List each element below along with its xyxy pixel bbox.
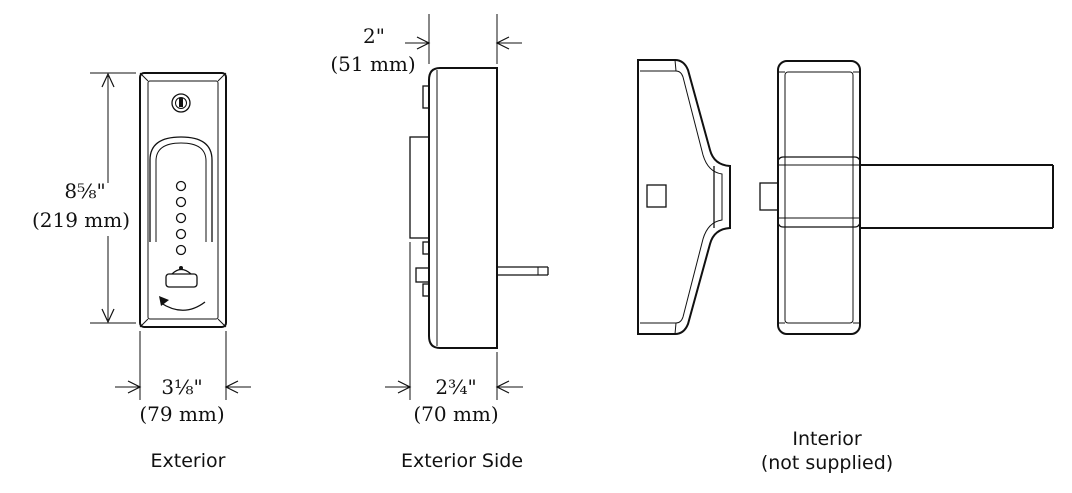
push-button-3 xyxy=(175,212,187,224)
exterior-side-view: 2" (51 mm) 2¾" (70 mm) Exterior Side xyxy=(330,14,549,472)
key-cylinder-icon xyxy=(171,93,191,113)
side-width-metric: (70 mm) xyxy=(413,402,498,426)
rotate-arrow-icon xyxy=(159,296,206,311)
interior-side-profile xyxy=(637,59,731,335)
side-body xyxy=(428,67,498,349)
button-shroud xyxy=(149,136,213,242)
side-caption: Exterior Side xyxy=(401,450,523,472)
turn-knob-icon xyxy=(165,266,198,288)
side-depth-dimension xyxy=(405,14,522,64)
exterior-width-dimension xyxy=(115,331,251,400)
push-buttons xyxy=(175,180,187,256)
exterior-height-metric: (219 mm) xyxy=(32,208,130,232)
side-depth-label: 2" xyxy=(363,24,385,48)
side-spindle xyxy=(497,266,549,276)
side-mounting-plate xyxy=(409,136,430,239)
side-depth-metric: (51 mm) xyxy=(330,52,415,76)
interior-lever-handle xyxy=(860,164,1054,229)
exterior-width-metric: (79 mm) xyxy=(139,402,224,426)
interior-caption-line2: (not supplied) xyxy=(761,452,893,474)
push-button-1 xyxy=(175,180,187,192)
interior-view: Interior (not supplied) xyxy=(637,59,1054,474)
push-button-4 xyxy=(175,228,187,240)
interior-front-profile xyxy=(759,60,861,335)
side-width-label: 2¾" xyxy=(435,375,476,399)
exterior-caption: Exterior xyxy=(151,450,226,472)
exterior-height-dimension xyxy=(90,72,136,324)
exterior-bevel xyxy=(147,80,219,320)
exterior-outer-body xyxy=(139,72,227,328)
push-button-2 xyxy=(175,196,187,208)
push-button-5 xyxy=(175,244,187,256)
exterior-height-label: 8⅝" xyxy=(64,179,105,203)
interior-caption-line1: Interior xyxy=(792,428,861,450)
exterior-width-label: 3⅛" xyxy=(161,375,202,399)
side-width-dimension xyxy=(385,242,523,400)
exterior-view: 8⅝" (219 mm) 3⅛" (79 mm) Exterior xyxy=(32,72,251,472)
